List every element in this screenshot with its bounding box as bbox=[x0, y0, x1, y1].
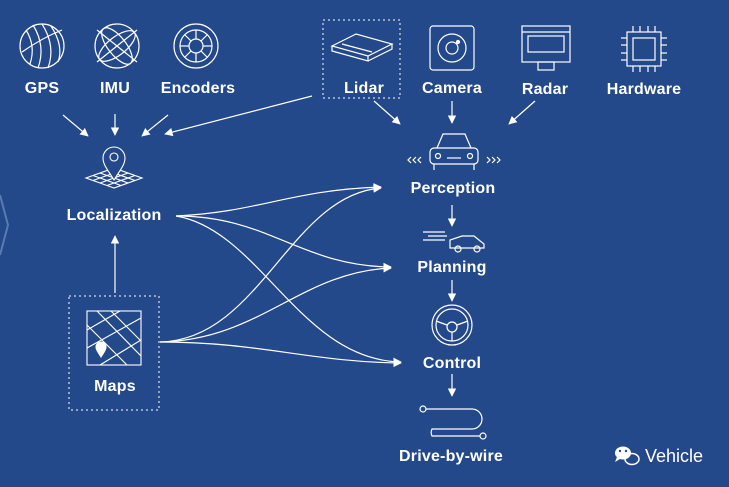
arrow-localization-perception bbox=[175, 183, 382, 217]
drive-by-wire-icon bbox=[419, 405, 487, 440]
arrow-maps-planning bbox=[159, 264, 392, 343]
hardware-label: Hardware bbox=[606, 81, 682, 98]
camera-icon bbox=[429, 25, 475, 71]
encoders-icon bbox=[173, 23, 219, 69]
control-label: Control bbox=[422, 355, 482, 372]
gps-label: GPS bbox=[24, 80, 60, 97]
camera-label: Camera bbox=[422, 80, 482, 97]
edge-decoration bbox=[0, 194, 10, 256]
lidar-label: Lidar bbox=[343, 80, 385, 97]
imu-label: IMU bbox=[100, 80, 130, 97]
arrow-gps-localization bbox=[62, 114, 89, 137]
maps-icon bbox=[86, 310, 142, 366]
perception-label: Perception bbox=[410, 180, 496, 197]
watermark-text: Vehicle bbox=[645, 446, 704, 466]
arrow-localization-control bbox=[175, 215, 402, 367]
lidar-icon bbox=[330, 33, 394, 62]
localization-pin-icon bbox=[84, 146, 144, 189]
arrow-maps-control bbox=[159, 341, 402, 368]
connector-arrows bbox=[62, 95, 536, 397]
lidar-group-box bbox=[322, 19, 401, 99]
perception-car-icon bbox=[407, 133, 501, 170]
arrow-lidar-localization bbox=[164, 95, 313, 137]
curved-connector-arrows bbox=[159, 183, 402, 368]
encoders-label: Encoders bbox=[160, 80, 236, 97]
maps-label: Maps bbox=[94, 378, 136, 395]
arrow-radar-perception bbox=[508, 100, 536, 125]
planning-label: Planning bbox=[417, 259, 487, 276]
planning-car-icon bbox=[423, 231, 485, 253]
arrow-localization-planning bbox=[175, 215, 392, 272]
wechat-icon bbox=[615, 446, 640, 466]
hardware-icon bbox=[621, 26, 667, 72]
imu-icon bbox=[94, 23, 140, 69]
arrow-encoders-localization bbox=[141, 114, 169, 137]
gps-icon bbox=[19, 23, 65, 69]
maps-group-box bbox=[68, 295, 160, 411]
arrow-maps-perception bbox=[159, 184, 382, 343]
steering-wheel-icon bbox=[431, 304, 473, 346]
radar-label: Radar bbox=[521, 81, 569, 98]
arrow-lidar-perception bbox=[373, 100, 401, 125]
radar-icon bbox=[521, 25, 571, 71]
drive-by-wire-label: Drive-by-wire bbox=[399, 448, 503, 465]
localization-label: Localization bbox=[66, 207, 162, 224]
